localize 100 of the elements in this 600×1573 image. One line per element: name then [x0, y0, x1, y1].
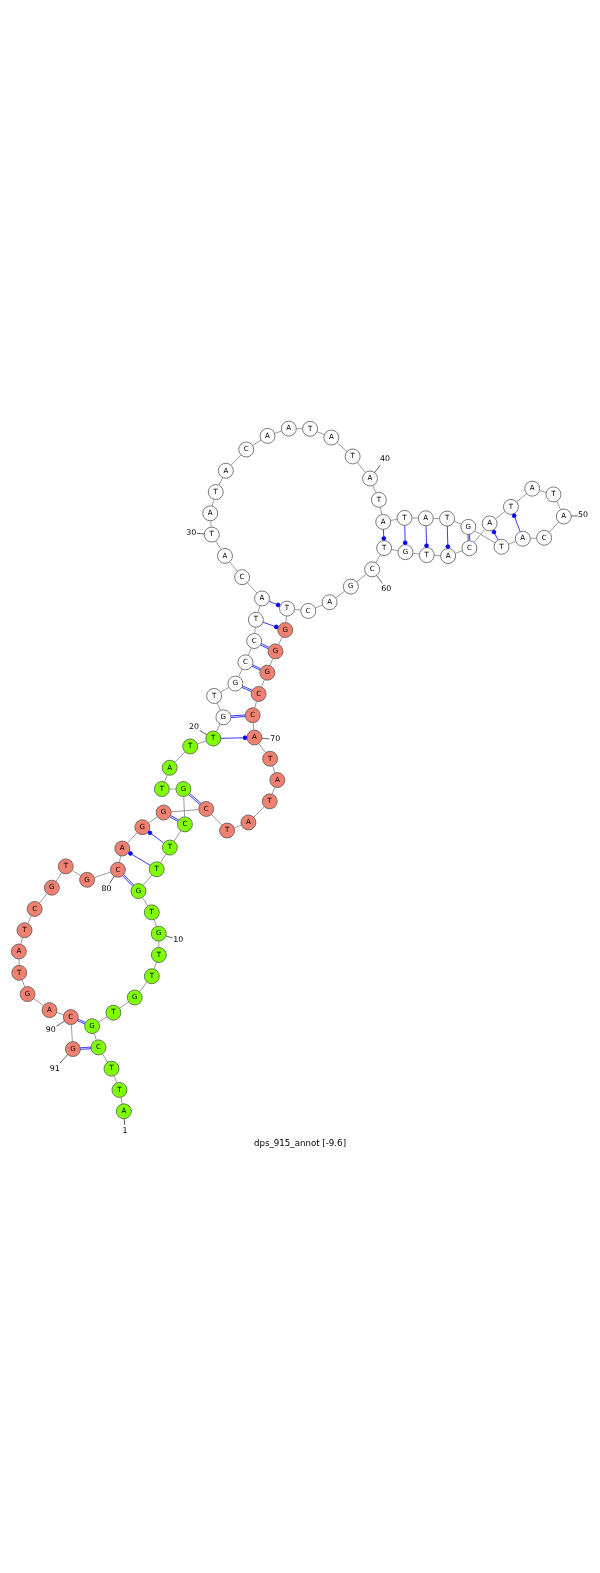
connector — [197, 740, 207, 745]
node-text: 80 — [101, 884, 112, 894]
connector — [511, 513, 521, 533]
connector — [376, 575, 383, 584]
node-circle: T — [371, 491, 387, 508]
node-circle: G — [277, 622, 294, 638]
connector — [165, 935, 174, 939]
connector — [229, 561, 238, 572]
node-circle: T — [148, 861, 165, 878]
node-text: 50 — [578, 510, 589, 520]
connector — [335, 590, 346, 599]
connector — [296, 428, 303, 430]
connector — [123, 1118, 126, 1126]
node-circle: A — [115, 1103, 132, 1120]
node-circle: A — [246, 729, 263, 746]
node-circle: T — [248, 611, 264, 628]
node-text: 1 — [122, 1125, 128, 1135]
connector — [261, 737, 270, 740]
node-circle: C — [244, 707, 261, 724]
node-text: 90 — [45, 1024, 56, 1034]
node-circle: C — [234, 569, 250, 586]
node-circle: T — [207, 484, 224, 500]
node-circle: T — [302, 420, 318, 437]
node-text: 91 — [49, 1063, 60, 1073]
node-circle: T — [418, 547, 435, 563]
connector — [271, 786, 276, 795]
connector — [374, 464, 381, 473]
connector — [199, 730, 208, 736]
connector — [211, 813, 223, 826]
node-circle: T — [219, 822, 235, 839]
node-circle: T — [11, 964, 28, 981]
connector — [285, 615, 287, 623]
node-circle: A — [217, 548, 233, 564]
node-text: 10 — [173, 934, 184, 944]
node-circle: T — [279, 600, 295, 617]
connector — [258, 743, 266, 754]
connector — [316, 431, 325, 436]
connector — [170, 809, 199, 813]
connector — [169, 788, 177, 790]
node-circle: T — [143, 904, 160, 921]
connector — [357, 462, 366, 473]
connector — [314, 604, 323, 609]
connector — [495, 511, 506, 520]
node-circle: G — [43, 879, 60, 896]
connector — [473, 529, 486, 543]
node-circle: A — [217, 462, 234, 479]
node-circle: T — [344, 448, 361, 465]
node-circle: T — [205, 730, 222, 747]
node-text: 20 — [188, 722, 199, 732]
node-circle: T — [503, 499, 519, 515]
connector — [27, 915, 32, 924]
connector — [278, 636, 283, 645]
connector — [556, 500, 561, 510]
connector — [402, 525, 408, 545]
connector — [260, 643, 270, 650]
node-circle: G — [79, 871, 95, 888]
connector — [233, 824, 242, 829]
connector — [148, 816, 158, 824]
connector — [122, 874, 134, 887]
node-circle: T — [206, 688, 222, 704]
node-circle: G — [155, 804, 172, 821]
node-circle: G — [175, 781, 192, 797]
connector — [274, 430, 282, 434]
node-circle: T — [376, 540, 392, 556]
node-circle: A — [417, 510, 434, 527]
node-circle: A — [161, 759, 178, 776]
node-circle: C — [250, 686, 267, 702]
connector — [215, 540, 222, 550]
connector — [262, 621, 279, 630]
connector — [433, 518, 440, 519]
connector — [238, 668, 243, 677]
connector — [220, 687, 230, 693]
node-circle: T — [439, 510, 455, 527]
connector — [411, 517, 419, 519]
connector — [218, 477, 224, 486]
node-circle: G — [215, 709, 232, 726]
connector — [142, 897, 149, 907]
node-circle: C — [198, 801, 215, 817]
connector — [216, 702, 221, 711]
node-circle: G — [84, 1018, 100, 1034]
node-circle: A — [41, 1002, 58, 1018]
node-circle: C — [246, 633, 263, 649]
connector — [158, 941, 160, 948]
node-circle: G — [267, 643, 284, 660]
node-circle: A — [259, 428, 276, 444]
node-circle: G — [150, 925, 167, 942]
connector — [119, 855, 122, 863]
connector — [474, 530, 496, 544]
connector — [252, 439, 262, 446]
node-circle: A — [555, 508, 572, 525]
node-circle: T — [262, 750, 278, 767]
connector — [38, 893, 48, 904]
connector — [147, 830, 165, 844]
node-circle: A — [321, 594, 338, 611]
node-circle: T — [143, 968, 160, 985]
node-circle: G — [19, 986, 36, 1002]
node-circle: G — [227, 675, 244, 692]
node-text: 40 — [379, 454, 390, 464]
connector — [174, 751, 186, 763]
connector — [491, 529, 499, 541]
